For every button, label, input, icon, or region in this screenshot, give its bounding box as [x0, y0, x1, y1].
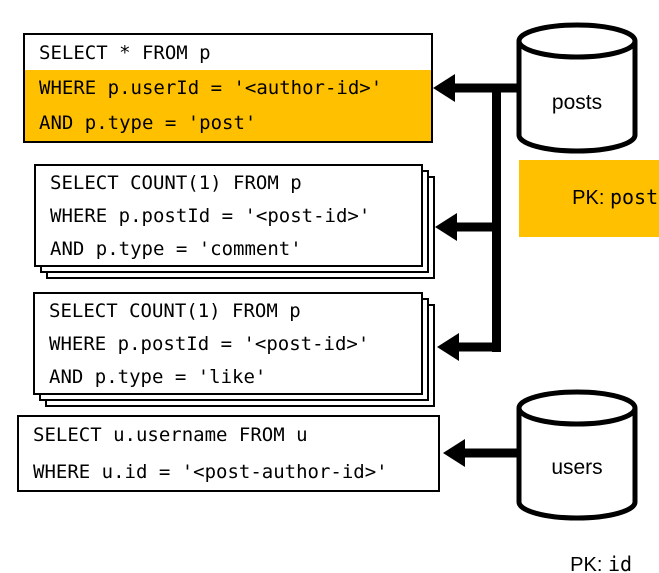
pk-value-label: id — [607, 552, 633, 573]
pk-prefix-label: PK: — [570, 554, 608, 573]
sql-line-highlighted: AND p.type = 'post' — [25, 105, 431, 141]
sql-line: SELECT u.username FROM u — [33, 424, 308, 447]
users-pk-label: PK: id — [515, 528, 639, 573]
database-name-label: posts — [551, 91, 603, 114]
query-box-count-comments: SELECT COUNT(1) FROM p WHERE p.postId = … — [34, 164, 423, 267]
sql-line: AND p.type = 'comment' — [50, 237, 302, 260]
posts-pk-badge: PK: postId — [519, 160, 659, 237]
database-name-label: users — [551, 456, 603, 479]
query-box-select-post: SELECT * FROM p WHERE p.userId = '<autho… — [23, 33, 433, 143]
arrow-users-to-select-username — [443, 439, 517, 467]
database-cylinder-icon — [516, 389, 638, 521]
arrow-trunk-posts — [492, 83, 501, 352]
users-database-cylinder: users — [515, 388, 639, 522]
posts-database-cylinder: posts — [515, 21, 639, 155]
sql-line: WHERE p.postId = '<post-id>' — [50, 204, 371, 227]
query-box-select-username: SELECT u.username FROM u WHERE u.id = '<… — [17, 415, 440, 492]
sql-line-highlighted: WHERE p.userId = '<author-id>' — [25, 70, 431, 106]
pk-value-label: postId — [609, 185, 659, 209]
sql-line: SELECT COUNT(1) FROM p — [50, 171, 302, 194]
sql-line: AND p.type = 'like' — [49, 365, 267, 388]
sql-line: SELECT COUNT(1) FROM p — [49, 299, 301, 322]
sql-line: SELECT * FROM p — [39, 41, 211, 64]
arrow-posts-to-count-comments — [435, 213, 501, 241]
sql-line: WHERE p.postId = '<post-id>' — [49, 332, 370, 355]
arrow-posts-to-select-post — [433, 74, 517, 102]
arrow-posts-to-count-likes — [437, 333, 501, 361]
query-box-count-likes: SELECT COUNT(1) FROM p WHERE p.postId = … — [33, 292, 423, 395]
sql-line: WHERE u.id = '<post-author-id>' — [33, 460, 388, 483]
database-cylinder-icon — [516, 22, 638, 154]
pk-prefix-label: PK: — [572, 187, 610, 209]
